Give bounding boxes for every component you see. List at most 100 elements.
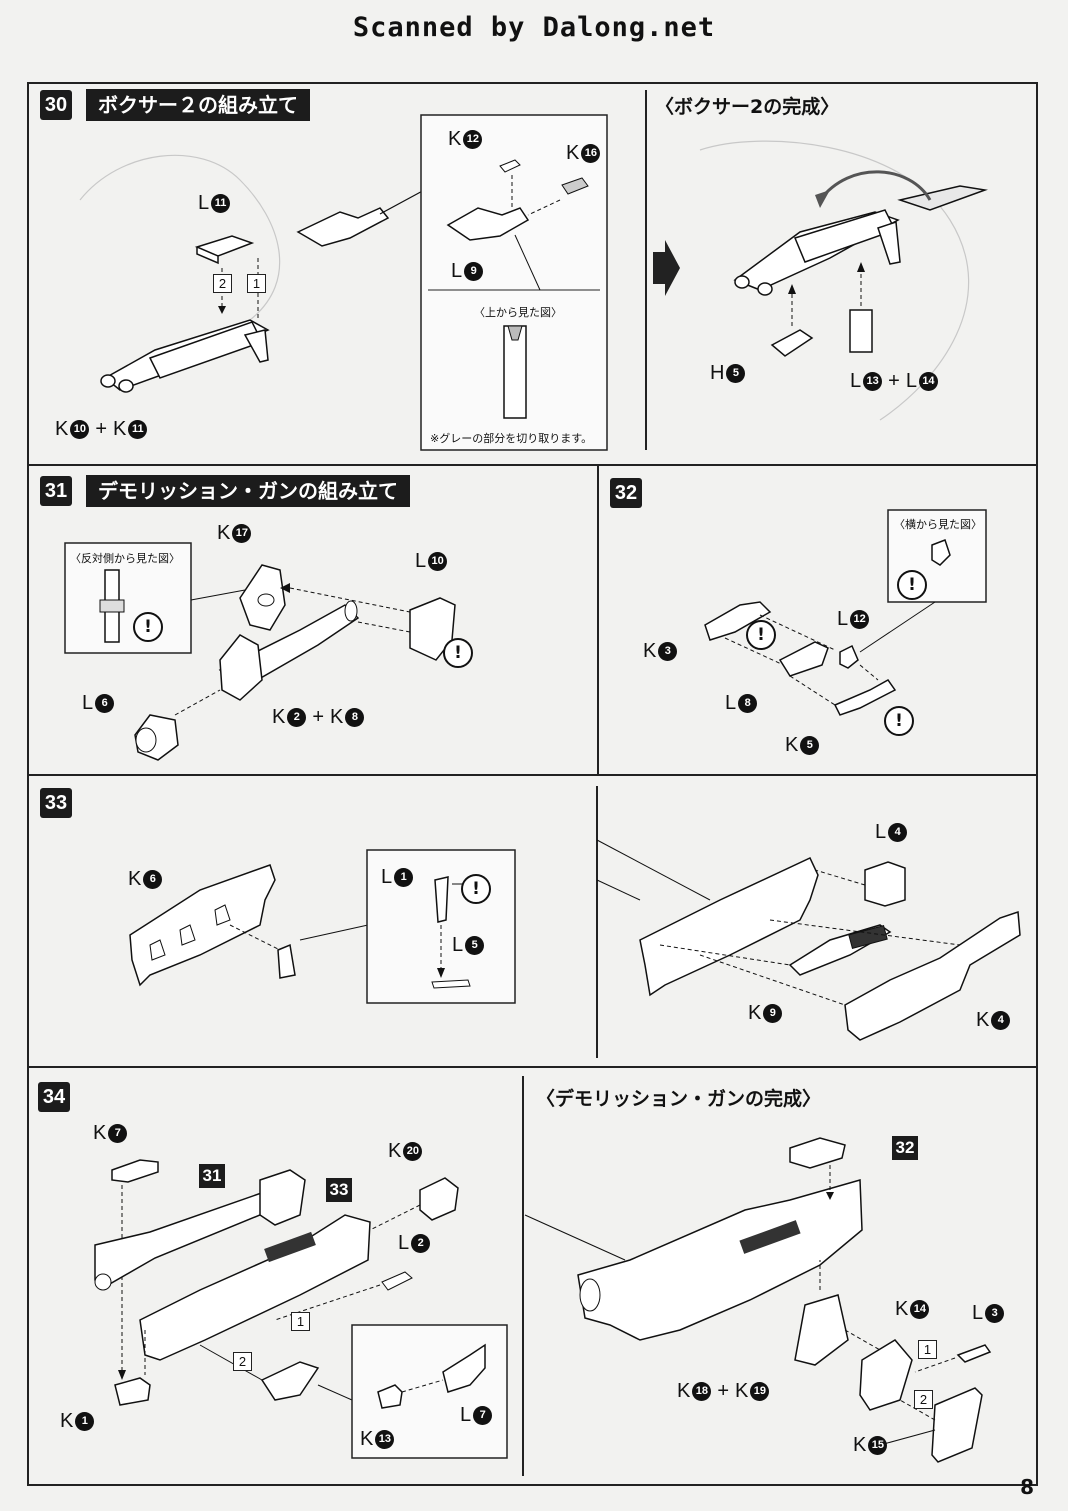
part-l11 (194, 235, 255, 265)
part-l8 (778, 641, 829, 677)
step-31-number: 31 (40, 476, 72, 506)
inset-note-cut: ※グレーの部分を切り取ります。 (430, 432, 593, 445)
scan-credit: Scanned by Dalong.net (352, 12, 716, 43)
part-k5 (833, 679, 897, 716)
boxer2-complete-heading: 〈ボクサー2の完成〉 (655, 96, 840, 118)
next-arrow (653, 240, 680, 296)
warning-icon: ! (133, 612, 163, 642)
divider-30 (645, 90, 647, 450)
page-number: 8 (1020, 1475, 1034, 1499)
warning-icon: ! (884, 706, 914, 736)
part-k6-frame (129, 864, 276, 987)
part-l9 (446, 207, 530, 241)
part-k20 (419, 1177, 459, 1221)
part-h5 (770, 329, 814, 357)
part-assembly-frame (639, 857, 819, 997)
inset-caption-side-view: 〈横から見た図〉 (894, 518, 982, 531)
step-31-title: デモリッション・ガンの組み立て (86, 475, 410, 507)
part-k16 (561, 177, 589, 195)
part-l5 (431, 979, 471, 989)
ref-step-32: 32 (892, 1136, 918, 1160)
marker-1: 1 (918, 1340, 937, 1359)
warning-icon: ! (443, 638, 473, 668)
part-k4-shell (844, 910, 1021, 1041)
part-grip (260, 1361, 320, 1401)
part-body-33 (139, 1214, 371, 1361)
inset-caption-opposite-side: 〈反対側から見た図〉 (70, 552, 180, 565)
warning-icon: ! (746, 620, 776, 650)
part-l7 (442, 1343, 486, 1393)
step-30-title: ボクサー２の組み立て (86, 89, 310, 121)
inset-caption-top-view: 〈上から見た図〉 (474, 306, 562, 319)
demolition-gun-complete-heading: 〈デモリッション・ガンの完成〉 (536, 1088, 822, 1110)
step-34-number: 34 (38, 1082, 70, 1112)
step-34-panel (27, 1066, 1038, 1486)
marker-1: 1 (247, 274, 266, 293)
step-32-number: 32 (610, 478, 642, 508)
step-33-number: 33 (40, 788, 72, 818)
part-barrel-k10-k11 (100, 319, 270, 393)
divider-34 (522, 1076, 524, 1476)
part-k14 (859, 1339, 913, 1411)
part-k15 (931, 1387, 983, 1463)
part-magazine-k18-k19 (794, 1294, 849, 1366)
step-30-number: 30 (40, 90, 72, 120)
part-k12 (499, 159, 521, 173)
part-boxer2-complete (733, 185, 988, 296)
marker-2: 2 (213, 274, 232, 293)
marker-1: 1 (291, 1312, 310, 1331)
step-31-inset (64, 542, 192, 654)
part-k3 (704, 601, 772, 641)
part-l12 (839, 644, 859, 669)
ref-step-33: 33 (326, 1178, 352, 1202)
part-small-peg (277, 943, 296, 979)
part-k1 (114, 1377, 151, 1406)
part-k13 (377, 1384, 403, 1409)
part-l3 (956, 1344, 992, 1363)
part-k7 (111, 1159, 159, 1183)
marker-2: 2 (233, 1352, 252, 1371)
ref-step-31: 31 (199, 1164, 225, 1188)
warning-icon: ! (461, 874, 491, 904)
rotate-arrow (818, 170, 932, 201)
marker-2: 2 (914, 1390, 933, 1409)
part-l4 (864, 861, 906, 907)
part-k-upper (296, 207, 390, 247)
part-l2 (381, 1271, 413, 1291)
